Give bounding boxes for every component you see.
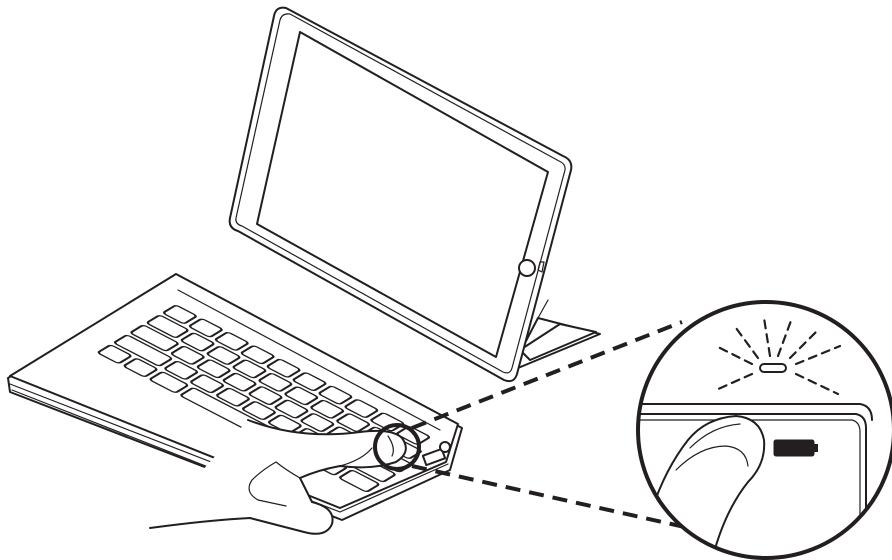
zoom-source-circle: [373, 423, 421, 471]
tablet-icon: [228, 6, 573, 383]
magnifier-callout-icon: [636, 300, 892, 560]
status-light-icon: [759, 363, 787, 373]
tablet-screen: [256, 31, 549, 358]
hand-icon: [149, 419, 407, 535]
power-button-icon: [773, 439, 815, 457]
callout-leader-lines: [411, 320, 717, 536]
home-button-icon: [518, 259, 536, 277]
